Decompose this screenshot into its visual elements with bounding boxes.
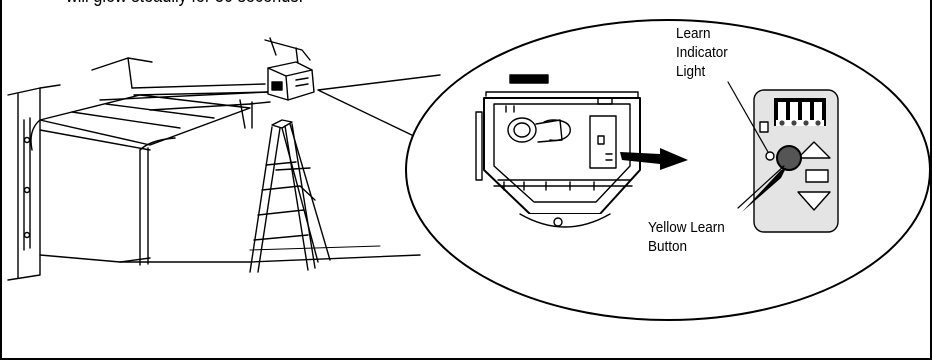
yellow-learn-button-callout: Yellow Learn Button — [648, 218, 725, 256]
learn-indicator-line-3: Light — [676, 63, 706, 80]
yellow-learn-button[interactable] — [776, 145, 802, 171]
learn-indicator-light — [765, 151, 775, 161]
learn-indicator-leader — [727, 81, 769, 153]
opener-rail-graphic — [91, 37, 311, 129]
learn-indicator-line-2: Indicator — [676, 44, 728, 61]
garage-structure-graphic — [7, 84, 421, 281]
yellow-learn-leader — [737, 165, 786, 212]
yellow-learn-line-2: Button — [648, 238, 688, 255]
step-ladder-graphic — [249, 119, 331, 273]
opener-back-panel-graphic — [475, 74, 641, 228]
garage-door-graphic — [30, 91, 271, 151]
yellow-learn-line-1: Yellow Learn — [648, 219, 725, 236]
garage-opener-unit-graphic — [267, 61, 315, 101]
intro-text: will glow steadily for 30 seconds. — [66, 0, 303, 8]
learn-indicator-line-1: Learn — [676, 25, 711, 42]
learn-indicator-callout: Learn Indicator Light — [676, 24, 728, 81]
callout-pointer-graphic — [317, 74, 441, 139]
zoom-arrow-graphic — [620, 148, 688, 170]
